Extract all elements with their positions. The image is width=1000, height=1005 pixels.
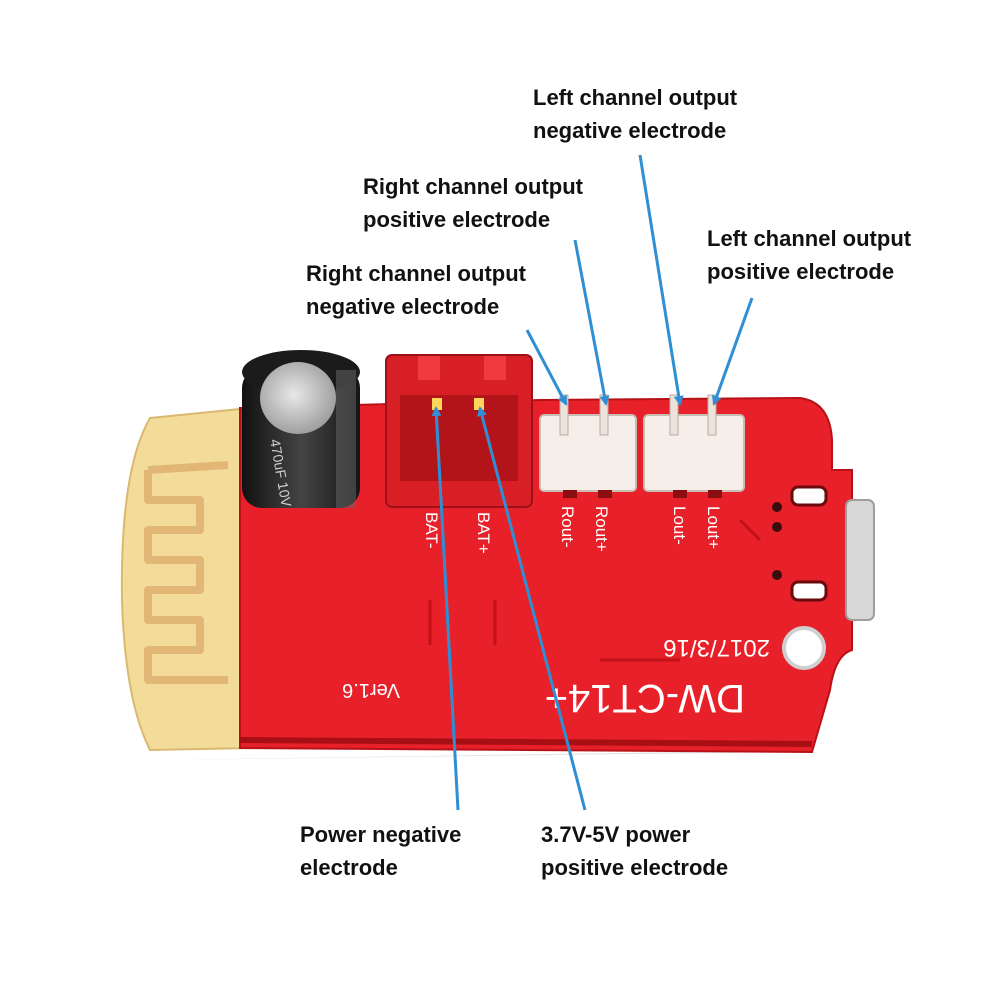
arrow-power-neg <box>431 406 460 811</box>
label-power-positive: 3.7V-5V power positive electrode <box>541 818 728 884</box>
label-line: Right channel output <box>306 261 526 286</box>
left-audio-connector <box>643 394 745 492</box>
pin-label-bat-pos: BAT+ <box>474 512 493 554</box>
antenna-area <box>120 406 254 752</box>
side-connector <box>845 499 875 621</box>
led-pad <box>790 580 828 602</box>
pin-label-rout-pos: Rout+ <box>592 506 611 552</box>
label-power-negative: Power negative electrode <box>300 818 461 884</box>
label-left-channel-positive: Left channel output positive electrode <box>707 222 911 288</box>
label-line: Power negative <box>300 822 462 847</box>
silkscreen-pin-labels: BAT- BAT+ Rout- Rout+ Lout- Lout+ <box>422 506 723 554</box>
pin-label-lout-pos: Lout+ <box>704 506 723 549</box>
arrow-left-pos <box>711 297 754 406</box>
label-right-channel-positive: Right channel output positive electrode <box>363 170 583 236</box>
label-line: positive electrode <box>707 259 895 284</box>
power-connector <box>385 354 533 508</box>
led-pad <box>790 485 828 507</box>
label-right-channel-negative: Right channel output negative electrode <box>306 257 526 323</box>
arrow-left-neg <box>638 154 684 406</box>
label-line: Right channel output <box>363 174 583 199</box>
capacitor <box>242 350 360 508</box>
right-audio-connector <box>539 394 637 492</box>
silkscreen-date: 2017/3/16 <box>663 634 770 661</box>
label-left-channel-negative: Left channel output negative electrode <box>533 81 737 147</box>
label-line: electrode <box>300 855 398 880</box>
antenna-trace <box>144 461 229 684</box>
pin-label-rout-neg: Rout- <box>558 506 577 548</box>
label-line: Left channel output <box>707 226 912 251</box>
pin-label-bat-neg: BAT- <box>422 512 441 549</box>
label-line: positive electrode <box>541 855 729 880</box>
silkscreen-version: Ver1.6 <box>342 679 400 701</box>
silkscreen-model: DW-CT14+ <box>545 676 745 720</box>
label-line: positive electrode <box>363 207 551 232</box>
mounting-hole <box>782 626 826 670</box>
annotation-arrows <box>431 154 754 811</box>
label-line: negative electrode <box>533 118 727 143</box>
arrow-right-neg <box>525 329 568 406</box>
pin-label-lout-neg: Lout- <box>670 506 689 545</box>
arrow-right-pos <box>573 239 610 406</box>
label-line: 3.7V-5V power <box>541 822 691 847</box>
label-line: negative electrode <box>306 294 500 319</box>
arrow-power-pos <box>477 406 587 811</box>
label-line: Left channel output <box>533 85 738 110</box>
